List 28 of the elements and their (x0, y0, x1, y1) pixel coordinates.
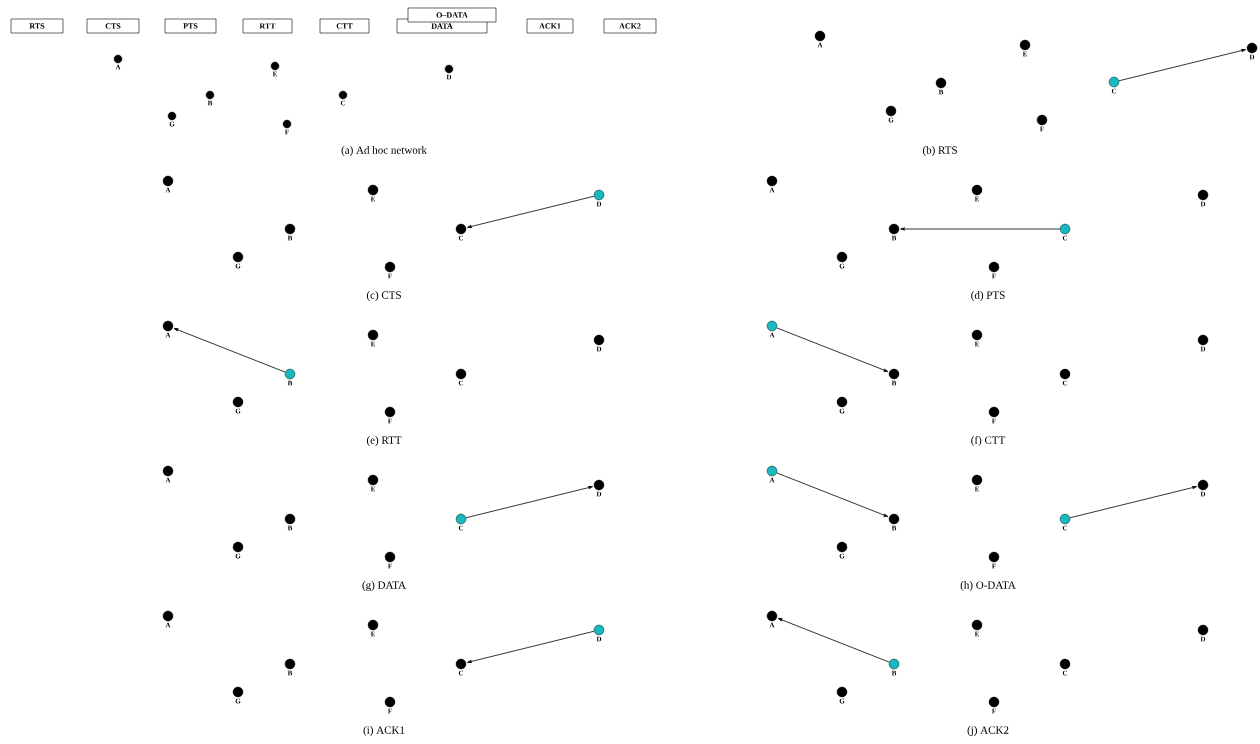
panel-caption: (e) RTT (366, 436, 402, 446)
arrow (465, 486, 593, 519)
panel-caption: (a) Ad hoc network (341, 146, 427, 156)
arrow (1118, 49, 1246, 82)
message-box: RTS (10, 18, 64, 34)
panel-caption: (j) ACK2 (967, 726, 1009, 736)
arrow (776, 472, 889, 517)
arrow (467, 195, 595, 228)
panel-caption: (c) CTS (366, 291, 401, 301)
arrow (173, 328, 286, 373)
message-box: CTS (86, 18, 140, 34)
panel-caption: (g) DATA (362, 581, 406, 591)
arrow (900, 227, 1061, 231)
arrow (1069, 486, 1197, 519)
arrow (777, 618, 890, 663)
arrow (467, 630, 595, 663)
panel-caption: (h) O-DATA (960, 581, 1016, 591)
message-box: O–DATA (407, 7, 497, 23)
arrow (776, 327, 889, 372)
message-box: ACK2 (603, 18, 657, 34)
message-box: RTT (242, 18, 293, 34)
panel-caption: (b) RTS (922, 146, 957, 156)
message-box: CTT (319, 18, 370, 34)
panel-caption: (d) PTS (971, 291, 1005, 301)
panel-caption: (i) ACK1 (363, 726, 405, 736)
panel-caption: (f) CTT (971, 435, 1006, 447)
message-box: PTS (164, 18, 217, 34)
message-box: ACK1 (526, 18, 574, 34)
